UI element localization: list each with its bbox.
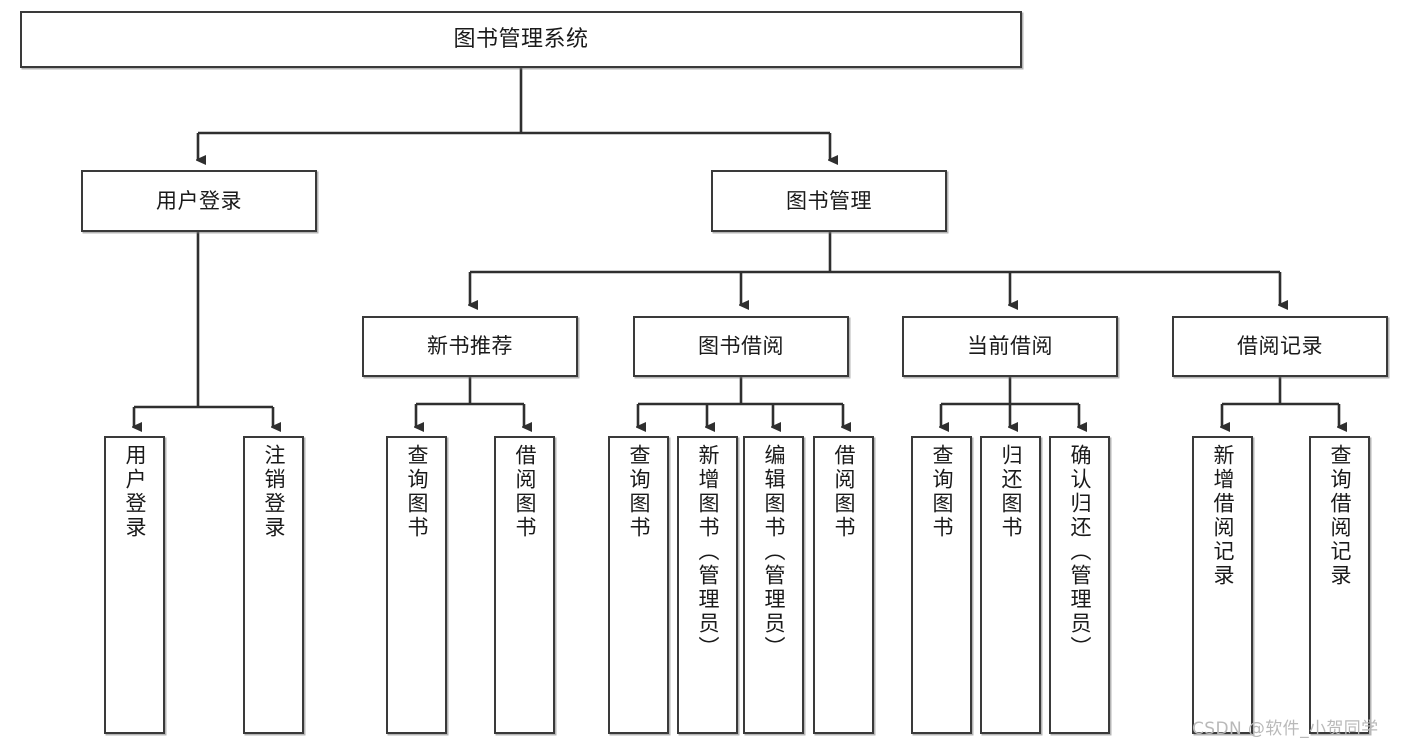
node-label: 图书管理系统 — [453, 26, 589, 52]
node-label: 确认归还（管理员） — [1068, 444, 1092, 660]
node-leaf-query-book-2[interactable]: 查询图书 — [608, 436, 669, 734]
node-leaf-edit-book[interactable]: 编辑图书（管理员） — [743, 436, 804, 734]
node-label: 图书管理 — [786, 188, 872, 213]
node-label: 查询图书 — [930, 444, 954, 540]
node-label: 当前借阅 — [967, 334, 1053, 359]
node-leaf-borrow-book-1[interactable]: 借阅图书 — [494, 436, 555, 734]
node-label: 借阅记录 — [1237, 334, 1323, 359]
node-book-borrow[interactable]: 图书借阅 — [633, 316, 849, 377]
node-leaf-add-record[interactable]: 新增借阅记录 — [1192, 436, 1253, 734]
node-label: 借阅图书 — [513, 444, 537, 540]
node-leaf-add-book[interactable]: 新增图书（管理员） — [677, 436, 738, 734]
node-new-book-recommend[interactable]: 新书推荐 — [362, 316, 578, 377]
node-leaf-query-book-1[interactable]: 查询图书 — [386, 436, 447, 734]
node-book-manage[interactable]: 图书管理 — [711, 170, 947, 232]
node-leaf-query-book-3[interactable]: 查询图书 — [911, 436, 972, 734]
node-leaf-logout-login[interactable]: 注销登录 — [243, 436, 304, 734]
node-label: 查询图书 — [627, 444, 651, 540]
node-borrow-record[interactable]: 借阅记录 — [1172, 316, 1388, 377]
node-label: 编辑图书（管理员） — [762, 444, 786, 660]
node-label: 用户登录 — [156, 188, 242, 213]
node-user-login[interactable]: 用户登录 — [81, 170, 317, 232]
node-label: 图书借阅 — [698, 334, 784, 359]
watermark-text: CSDN @软件_小贺同学 — [1192, 719, 1379, 739]
node-label: 注销登录 — [262, 444, 286, 540]
node-label: 归还图书 — [999, 444, 1023, 540]
node-label: 新书推荐 — [427, 334, 513, 359]
node-root-book-management-system[interactable]: 图书管理系统 — [20, 11, 1022, 68]
node-current-borrow[interactable]: 当前借阅 — [902, 316, 1118, 377]
node-leaf-return-book[interactable]: 归还图书 — [980, 436, 1041, 734]
node-label: 新增借阅记录 — [1211, 444, 1235, 588]
node-label: 用户登录 — [123, 444, 147, 540]
node-leaf-borrow-book-2[interactable]: 借阅图书 — [813, 436, 874, 734]
node-leaf-user-login[interactable]: 用户登录 — [104, 436, 165, 734]
node-label: 查询图书 — [405, 444, 429, 540]
node-leaf-confirm-return[interactable]: 确认归还（管理员） — [1049, 436, 1110, 734]
node-label: 新增图书（管理员） — [696, 444, 720, 660]
node-leaf-query-record[interactable]: 查询借阅记录 — [1309, 436, 1370, 734]
node-label: 借阅图书 — [832, 444, 856, 540]
node-label: 查询借阅记录 — [1328, 444, 1352, 588]
